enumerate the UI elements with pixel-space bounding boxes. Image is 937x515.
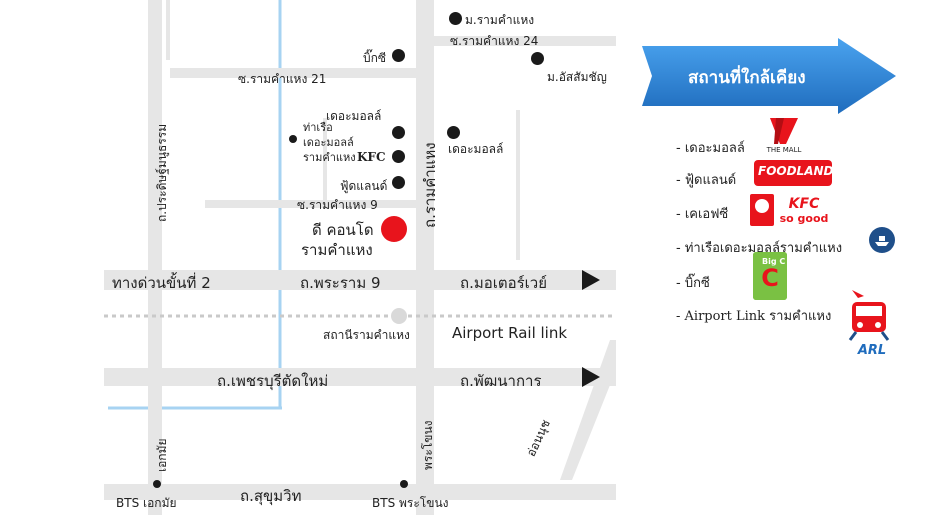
label-foodland: ฟู้ดแลนด์: [340, 179, 388, 193]
legend-item-airport-link: - Airport Link รามคำแหง: [676, 309, 832, 324]
label-phra-khanong: พระโขนง: [421, 420, 435, 470]
label-the-mall-2: เดอะมอลล์: [448, 142, 504, 156]
label-ramkhamhaeng-station: สถานีรามคำแหง: [323, 328, 410, 342]
legend-item-kfc: - เคเอฟซี: [676, 207, 729, 222]
kfc-logo: KFC so good: [750, 194, 834, 226]
label-airport-rail-link: Airport Rail link: [452, 324, 568, 342]
label-the-mall-1: เดอะมอลล์: [326, 109, 382, 123]
road-soi9: [205, 200, 420, 208]
label-bigc: บิ๊กซี: [363, 51, 387, 65]
marker-foodland: [392, 176, 405, 189]
legend-banner-arrow: [642, 38, 896, 114]
label-bts-ekkamai: BTS เอกมัย: [116, 496, 177, 510]
map: ม.รามคำแหง ซ.รามคำแหง 24 บิ๊กซี ม.อัสสัม…: [104, 0, 616, 515]
bigc-logo-text: Big C: [762, 257, 785, 266]
the-mall-logo: THE MALL: [764, 116, 804, 154]
road-network: [104, 0, 616, 515]
marker-ramkhamhaeng-station: [391, 308, 407, 324]
label-phatthanakan: ถ.พัฒนาการ: [460, 372, 542, 390]
arrow-motorway-icon: [582, 270, 600, 290]
label-ramkhamhaeng-univ: ม.รามคำแหง: [465, 13, 535, 27]
label-condo-line2: รามคำแหง: [301, 241, 373, 259]
label-condo-line1: ดี คอนโด: [312, 221, 374, 239]
label-rama9: ถ.พระราม 9: [300, 274, 381, 292]
foodland-logo-text: FOODLAND: [758, 164, 834, 178]
road-soi24: [430, 36, 616, 46]
legend-item-the-mall: - เดอะมอลล์: [676, 141, 745, 156]
legend-item-pier: - ท่าเรือเดอะมอลล์รามคำแหง: [676, 241, 843, 256]
foodland-logo: FOODLAND: [754, 160, 834, 186]
label-kfc: KFC: [357, 150, 386, 164]
legend-banner-title: สถานที่ใกล้เคียง: [688, 68, 806, 88]
label-sukhumvit: ถ.สุขุมวิท: [240, 487, 302, 505]
road-sukhumvit: [104, 484, 616, 500]
label-assumption: ม.อัสสัมชัญ: [547, 70, 607, 84]
kfc-logo-bottom: so good: [780, 212, 829, 225]
road-soi21: [170, 68, 420, 78]
marker-bts-ekkamai: [153, 480, 161, 488]
marker-kfc: [392, 150, 405, 163]
label-soi9: ซ.รามคำแหง 9: [297, 198, 378, 212]
road-petchaburi: [104, 368, 616, 386]
marker-the-mall-1: [392, 126, 405, 139]
boat-icon: [869, 227, 895, 253]
marker-assumption: [531, 52, 544, 65]
kfc-logo-top: KFC: [789, 196, 820, 212]
label-motorway: ถ.มอเตอร์เวย์: [460, 274, 548, 292]
label-pier: ท่าเรือ เดอะมอลล์ รามคำแหง: [303, 121, 356, 164]
the-mall-logo-text: THE MALL: [766, 146, 802, 154]
bigc-logo: C Big C: [753, 252, 787, 300]
marker-the-mall-2: [447, 126, 460, 139]
road-rama9: [104, 270, 616, 290]
train-icon: ARL: [842, 284, 902, 358]
arl-logo-text: ARL: [857, 343, 886, 356]
road-pradit: [148, 0, 162, 515]
label-petchaburi: ถ.เพชรบุรีตัดใหม่: [217, 372, 329, 390]
label-ramkhamhaeng-road: ถ.รามคำแหง: [421, 142, 439, 228]
label-pradit-manutham: ถ.ประดิษฐ์มนูธรรม: [155, 123, 169, 222]
legend-item-foodland: - ฟู้ดแลนด์: [676, 173, 737, 188]
legend-item-bigc: - บิ๊กซี: [676, 276, 710, 291]
road-on-nut: [560, 340, 616, 480]
label-bts-phra-khanong: BTS พระโขนง: [372, 496, 449, 510]
marker-bigc: [392, 49, 405, 62]
airplane-icon: [852, 290, 864, 298]
label-soi21: ซ.รามคำแหง 21: [238, 72, 327, 86]
label-soi24: ซ.รามคำแหง 24: [450, 34, 539, 48]
svg-text:C: C: [761, 264, 779, 292]
label-ekkamai: เอกมัย: [155, 438, 169, 472]
marker-bts-phra-khanong: [400, 480, 408, 488]
label-expressway2: ทางด่วนขั้นที่ 2: [112, 274, 211, 292]
marker-pier: [289, 135, 297, 143]
arrow-phatthanakan-icon: [582, 367, 600, 387]
marker-ramkhamhaeng-univ: [449, 12, 462, 25]
marker-condo: [381, 216, 407, 242]
road-ramkhamhaeng: [416, 0, 434, 515]
